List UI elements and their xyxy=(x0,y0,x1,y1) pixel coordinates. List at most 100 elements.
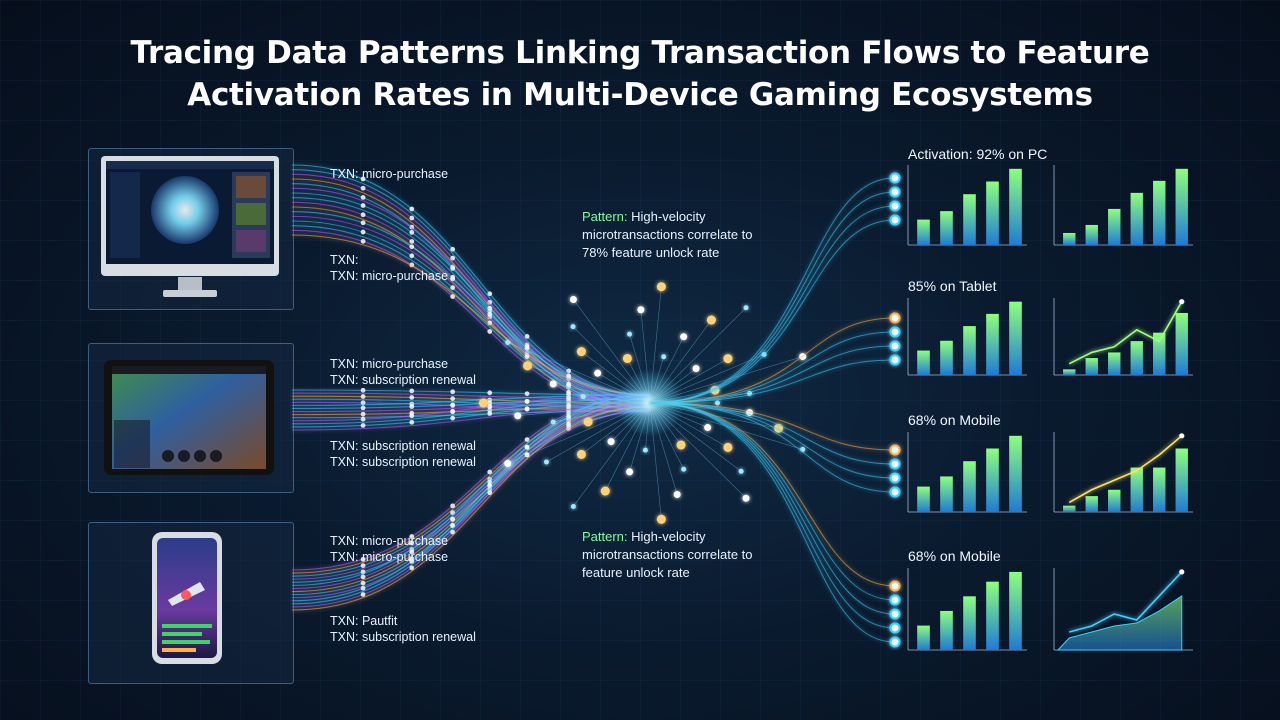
chart-trend-line xyxy=(1068,301,1183,365)
chart-bar xyxy=(1063,505,1076,512)
flow-particle xyxy=(566,381,572,387)
chart-endpoint-node xyxy=(889,594,901,606)
pattern-top-prefix: Pattern: xyxy=(582,209,628,224)
activation-label-mobile-2: 68% on Mobile xyxy=(908,548,1001,564)
pattern-bottom-prefix: Pattern: xyxy=(582,529,628,544)
mobile-txn-label-2: TXN: micro-purchase xyxy=(330,550,449,564)
flow-line xyxy=(291,398,651,605)
output-flow-line xyxy=(649,359,896,404)
network-node xyxy=(723,442,733,452)
network-node xyxy=(656,514,666,524)
network-node xyxy=(661,354,667,360)
flow-particle xyxy=(409,534,415,539)
mobile-txn-label-1: TXN: micro-purchase xyxy=(330,534,449,548)
flow-line xyxy=(291,215,651,400)
chart-bar xyxy=(986,581,999,650)
pc-txn-label-1: TXN: micro-purchase xyxy=(330,167,449,181)
chart-trend-point xyxy=(1179,569,1185,575)
flow-line xyxy=(291,398,651,410)
flow-particle xyxy=(409,239,415,244)
flow-particle xyxy=(524,391,530,397)
flow-particle xyxy=(487,490,493,496)
output-flow-line xyxy=(649,331,896,404)
network-node xyxy=(738,468,744,474)
flow-particle xyxy=(450,516,456,522)
pc-monitor-icon xyxy=(101,156,279,297)
tablet-icon xyxy=(104,360,274,475)
chart-bar xyxy=(1085,224,1098,245)
network-node xyxy=(656,282,666,292)
network-node xyxy=(505,339,511,345)
flow-particle xyxy=(360,423,366,428)
flow-particle xyxy=(360,220,366,226)
network-node xyxy=(704,424,712,432)
flow-particle xyxy=(450,389,456,395)
flow-particle xyxy=(360,203,366,208)
flow-line xyxy=(291,394,651,571)
chart-endpoint-node xyxy=(889,444,901,456)
chart-endpoint-node xyxy=(889,172,901,184)
flow-particle xyxy=(450,255,456,261)
pattern-top-text: High-velocity microtransactions correlat… xyxy=(582,209,753,260)
flow-particle xyxy=(524,333,530,339)
chart-bar xyxy=(1108,208,1121,245)
output-flow-line xyxy=(649,402,896,479)
flow-line xyxy=(291,401,651,412)
activation-chart xyxy=(1053,568,1193,651)
flow-line xyxy=(291,389,651,396)
chart-trend-line xyxy=(1068,435,1183,504)
flow-particle xyxy=(566,395,572,401)
flow-particle xyxy=(360,563,366,569)
flow-line xyxy=(291,406,651,611)
flow-line xyxy=(291,197,651,404)
activation-chart xyxy=(1053,432,1193,513)
flow-particle xyxy=(360,411,366,417)
flow-particle xyxy=(566,373,572,379)
flow-particle xyxy=(409,395,415,400)
flow-particle xyxy=(566,421,572,427)
flow-line xyxy=(291,398,651,408)
chart-bar xyxy=(917,350,930,375)
flow-line xyxy=(291,192,651,400)
chart-bar xyxy=(940,476,953,512)
flow-particle xyxy=(487,411,493,416)
flow-particle xyxy=(450,529,456,535)
chart-bar xyxy=(986,313,999,375)
flow-particle xyxy=(409,540,415,546)
output-flow-line xyxy=(649,402,896,451)
flow-line xyxy=(291,164,651,396)
tablet-txn-label-3: TXN: subscription renewal xyxy=(330,439,476,453)
flow-particle xyxy=(450,408,456,414)
chart-bar xyxy=(1108,489,1121,512)
flow-particle xyxy=(360,212,366,218)
flow-line xyxy=(291,392,651,400)
title-line-2: Activation Rates in Multi-Device Gaming … xyxy=(187,77,1093,113)
flow-particle xyxy=(360,387,366,393)
chart-bar xyxy=(1108,352,1121,375)
flow-line xyxy=(291,394,651,406)
chart-bar xyxy=(1153,467,1166,512)
chart-bar xyxy=(917,219,930,245)
activation-chart xyxy=(907,432,1027,513)
mobile-txn-label-4: TXN: subscription renewal xyxy=(330,630,476,644)
output-flow-line xyxy=(649,402,896,615)
chart-bar xyxy=(940,610,953,650)
chart-endpoint-node xyxy=(889,200,901,212)
network-node xyxy=(580,394,586,400)
activation-charts xyxy=(907,165,1193,651)
output-flow-line xyxy=(649,317,896,404)
flow-particle xyxy=(487,403,493,409)
network-node xyxy=(600,486,610,496)
flow-particle xyxy=(524,452,530,458)
output-flow-line xyxy=(649,345,896,404)
chart-bar xyxy=(1153,332,1166,375)
mobile-txn-label-3: TXN: Pautfit xyxy=(330,614,398,628)
flow-particle xyxy=(450,276,456,282)
flow-particle xyxy=(360,394,366,399)
network-node xyxy=(576,347,586,357)
flow-line xyxy=(291,394,651,422)
chart-bar xyxy=(1009,301,1022,375)
network-node xyxy=(594,369,602,377)
network-node xyxy=(715,400,720,406)
network-node xyxy=(543,459,549,465)
